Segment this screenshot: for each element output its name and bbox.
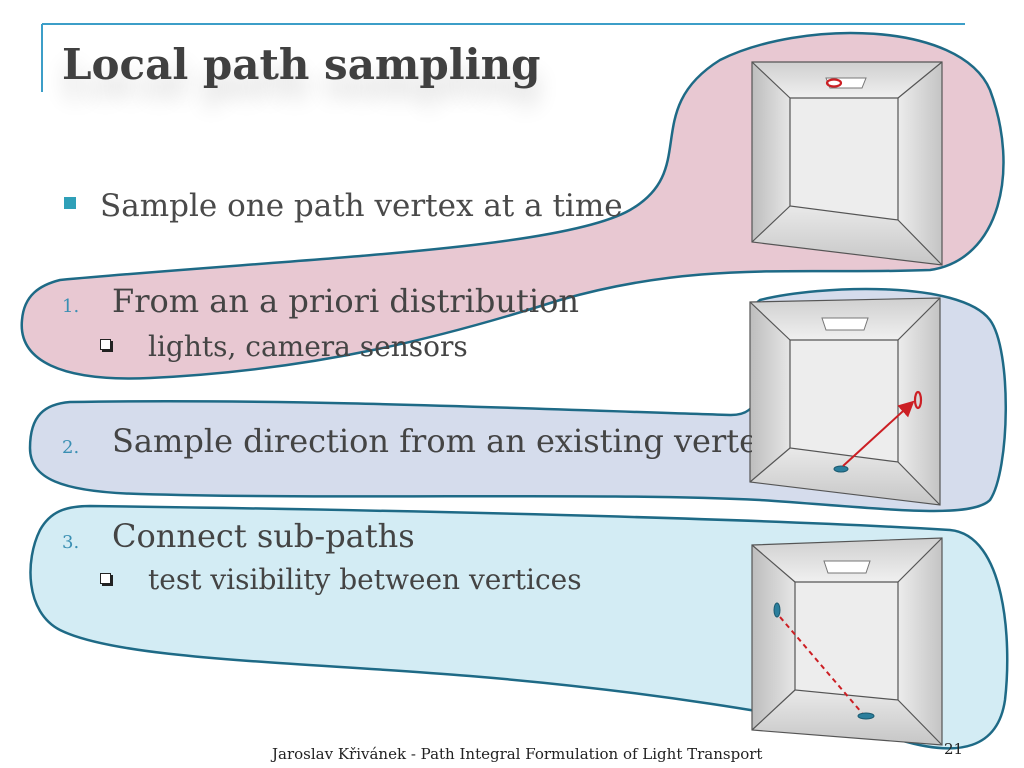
box-bullet-icon <box>100 573 111 584</box>
item-sub-1: lights, camera sensors <box>148 330 468 363</box>
page-number: 21 <box>944 740 964 758</box>
item-number-2: 2. <box>62 437 80 458</box>
square-bullet-icon <box>64 197 76 209</box>
cornell-box-1 <box>751 61 943 266</box>
item-number-3: 3. <box>62 532 80 553</box>
item-text-3: Connect sub-paths <box>112 517 415 555</box>
slide-title: Local path sampling <box>62 40 541 89</box>
footer-text: Jaroslav Křivánek - Path Integral Formul… <box>272 745 763 763</box>
cornell-box-3 <box>751 537 943 746</box>
item-text-2: Sample direction from an existing vertex <box>112 422 752 460</box>
main-bullet-text: Sample one path vertex at a time <box>100 188 623 224</box>
cornell-box-2 <box>749 297 941 506</box>
item-text-1: From an a priori distribution <box>112 282 579 320</box>
item-sub-3: test visibility between vertices <box>148 563 582 596</box>
box-bullet-icon <box>100 339 111 350</box>
item-number-1: 1. <box>62 296 80 317</box>
